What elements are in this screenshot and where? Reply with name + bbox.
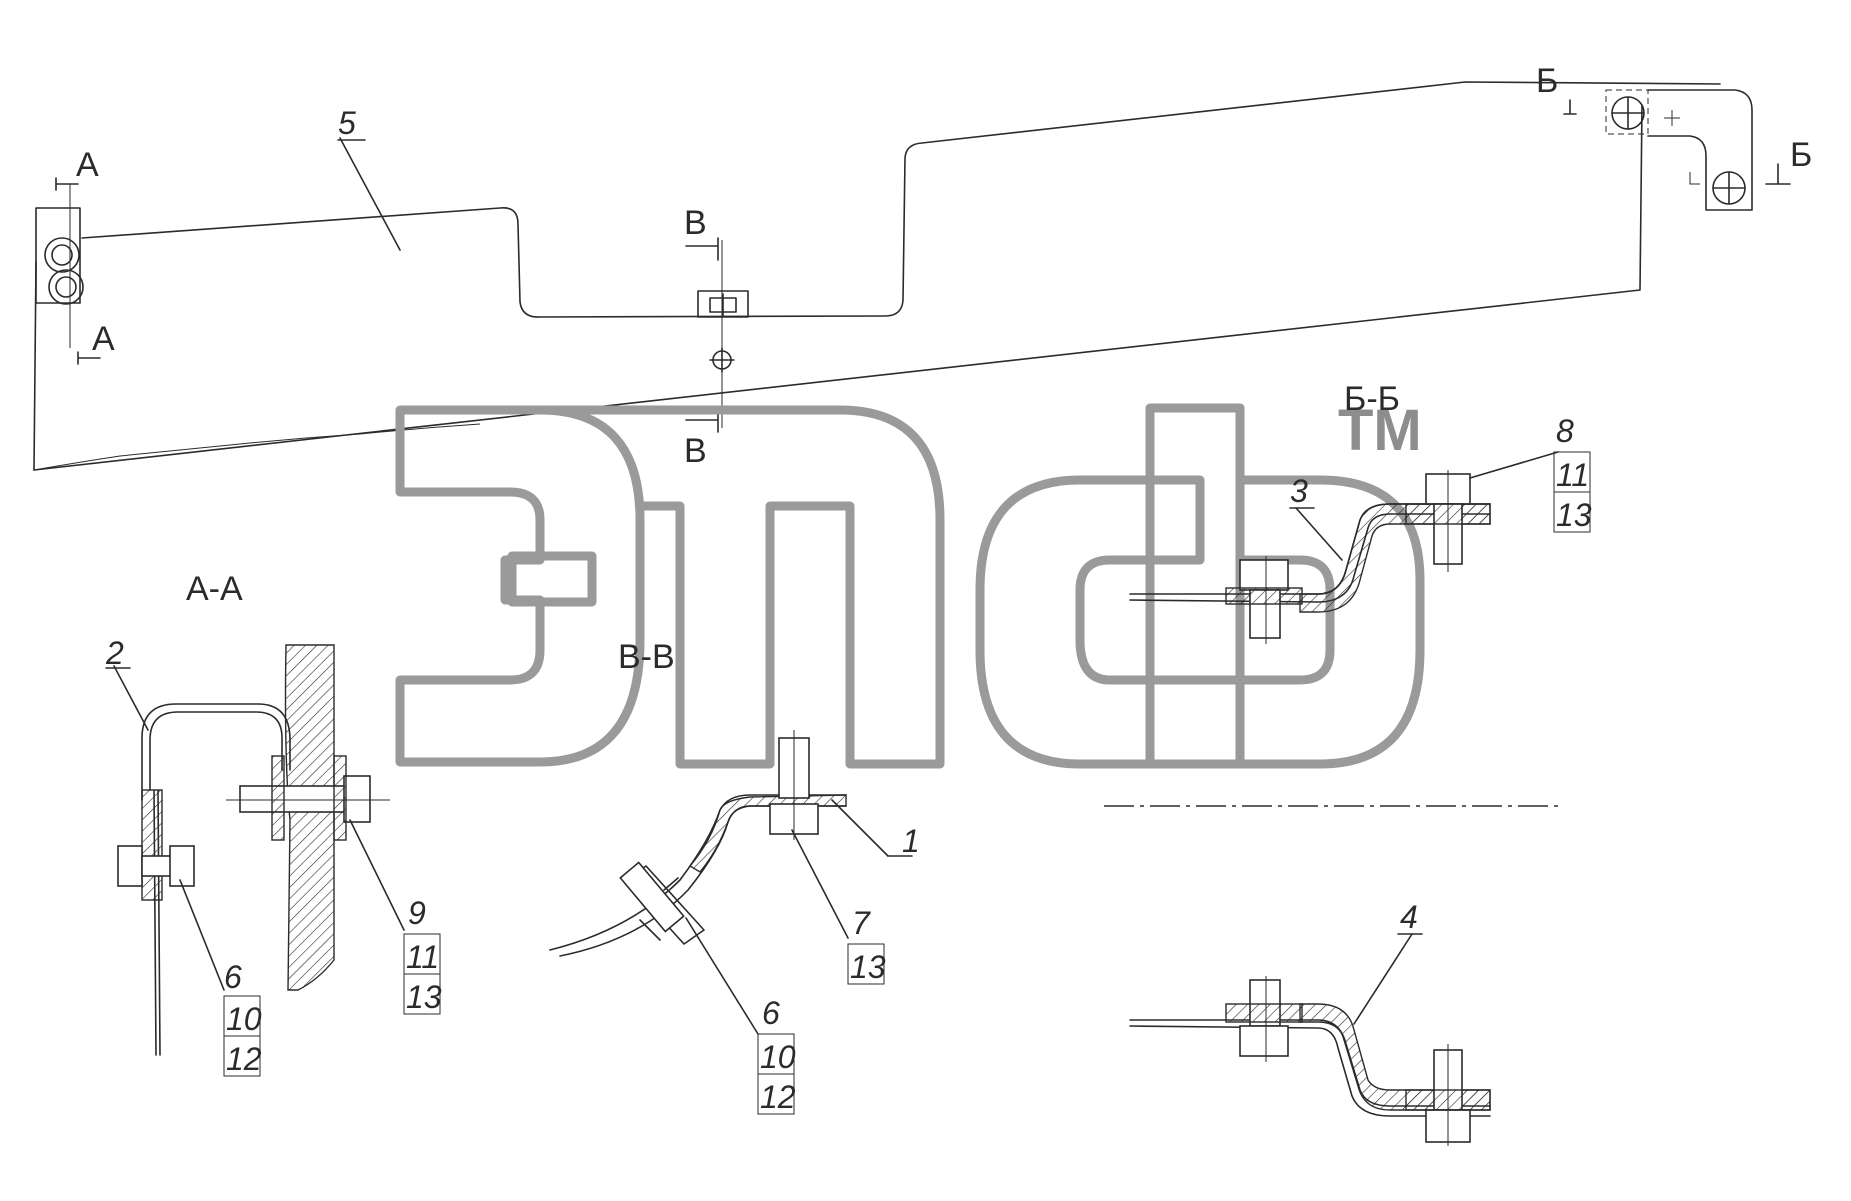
position-13-a: 13: [406, 979, 442, 1015]
callout-box-13-a: [403, 973, 441, 1015]
arrow-b-right: [1765, 163, 1791, 185]
section-aa: [105, 644, 405, 1056]
callout-9-11-13: 9 11 13: [403, 895, 442, 1015]
position-6-v: 6: [762, 995, 780, 1031]
section-label-a-top: А: [76, 146, 99, 184]
part-4-view: [1129, 933, 1491, 1146]
aa-washer-1: [271, 755, 285, 841]
right-bracket: [1647, 89, 1753, 211]
pos5-leader: [339, 137, 401, 251]
center-clamp-nut: [709, 293, 737, 317]
position-13-b: 13: [1556, 497, 1592, 533]
aa-bolt-left-nut: [169, 845, 195, 887]
section-vv: [549, 730, 913, 1035]
position-13-v: 13: [850, 949, 886, 985]
callout-box-13-v: [847, 943, 885, 985]
left-bolt-lower-inner: [55, 276, 77, 298]
callout-box-12-v: [757, 1073, 795, 1115]
callout-box-12-a: [223, 1035, 261, 1077]
pos9-leader: [349, 819, 405, 931]
right-clamp-detail: [1605, 89, 1753, 211]
position-10-v: 10: [760, 1039, 796, 1075]
left-bolt-upper-inner: [51, 244, 73, 266]
section-label-v-bottom: В: [684, 432, 707, 470]
center-clamp-body: [697, 290, 749, 318]
section-label-v-top: В: [684, 204, 707, 242]
position-1: 1: [902, 823, 920, 859]
right-lower-bolt-cross: [1712, 171, 1746, 205]
pos6-v-leader: [685, 917, 759, 1035]
aa-wall: [284, 644, 335, 991]
position-8: 8: [1556, 413, 1574, 449]
arrow-a-top: [55, 177, 79, 191]
callout-6-10-12-a: 6 10 12: [223, 959, 262, 1077]
center-hole-cross: [709, 347, 735, 373]
aa-washer-2: [333, 755, 347, 841]
position-12-a: 12: [226, 1041, 262, 1077]
watermark-letter-e-bar: [507, 551, 597, 607]
callout-box-13-b: [1553, 491, 1591, 533]
section-label-b-top: Б: [1536, 62, 1558, 100]
arrow-b-top: [1563, 99, 1577, 115]
position-3: 3: [1290, 473, 1308, 509]
callout-7-13: 7 13: [847, 905, 886, 985]
section-label-b-right: Б: [1790, 136, 1812, 174]
position-4: 4: [1400, 899, 1418, 935]
part4-washer-left: [1225, 1003, 1303, 1023]
center-clamp-detail: [697, 240, 749, 428]
right-upper-bolt-cross: [1611, 96, 1645, 130]
view-title-bb: Б-Б: [1344, 380, 1400, 418]
position-11-b: 11: [1556, 457, 1589, 493]
aa-bolt-left-head: [117, 845, 143, 887]
arrow-a-bottom: [77, 351, 101, 365]
position-11-a: 11: [406, 939, 439, 975]
aa-plate-2: [153, 789, 157, 1056]
pos8-leader: [1469, 451, 1559, 479]
watermark-letter-r: [1150, 403, 1425, 769]
bb-bolt-left-head: [1239, 559, 1289, 591]
aa-plate: [157, 789, 161, 1056]
section-arrows: [55, 99, 1791, 433]
right-upper-clamp: [1605, 89, 1649, 135]
position-12-v: 12: [760, 1079, 796, 1115]
position-2: 2: [105, 635, 124, 671]
position-9: 9: [408, 895, 426, 931]
view-title-aa: А-А: [186, 570, 243, 608]
arrow-v-top: [685, 237, 719, 261]
position-6-a: 6: [224, 959, 242, 995]
pos6-a-leader: [179, 879, 225, 991]
left-clamp-plate: [35, 207, 81, 304]
pos3-leader: [1295, 507, 1343, 561]
right-dim-tick: [1664, 110, 1680, 126]
pos2-leader: [113, 665, 149, 731]
position-10-a: 10: [226, 1001, 262, 1037]
view-title-vv: В-В: [618, 638, 675, 676]
left-bolt-upper: [44, 237, 80, 273]
aa-bracket-2: [141, 703, 291, 801]
callout-8-11-13: 8 11 13: [1553, 413, 1592, 533]
vv-bolt-6-nut: [619, 861, 685, 933]
part4-bolt-left-head: [1239, 1025, 1289, 1057]
pos4-leader: [1353, 933, 1413, 1025]
bb-washer-left: [1225, 587, 1303, 605]
aa-bolt-right-head: [343, 775, 371, 823]
pos1-leader: [831, 799, 889, 857]
watermark-letter-e: [395, 405, 645, 767]
watermark-letter-r-stem: [1145, 403, 1245, 769]
watermark-letter-p: [540, 405, 945, 769]
section-bb: [1129, 451, 1559, 644]
position-7: 7: [852, 905, 871, 941]
left-clamp-detail: [35, 184, 84, 348]
left-bolt-lower: [48, 269, 84, 305]
bracket-main-profile: [81, 81, 1721, 318]
position-5: 5: [338, 105, 356, 141]
callout-6-10-12-v: 6 10 12: [757, 995, 796, 1115]
vv-bracket-hatch: [688, 794, 847, 873]
watermark-letter-s: [975, 475, 1245, 769]
watermark-tm: ТМ: [1338, 398, 1422, 463]
section-label-a-bottom: А: [92, 320, 115, 358]
pos7-leader: [791, 829, 849, 939]
right-dim-tick-2: [1689, 172, 1700, 185]
